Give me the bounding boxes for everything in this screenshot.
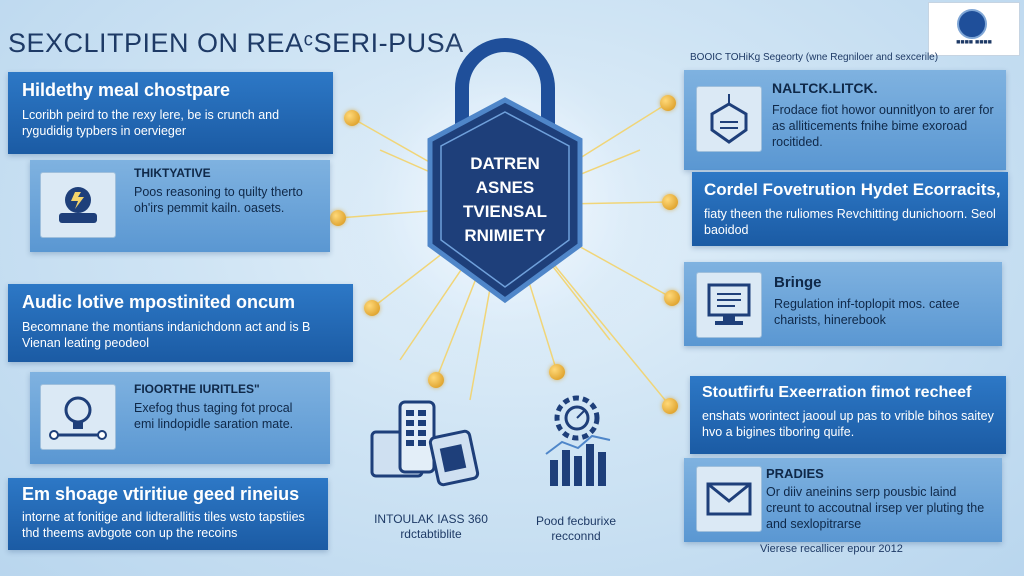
padlock-icon <box>427 97 583 304</box>
lightbulb-network-icon <box>49 396 107 440</box>
right-card-3-icon-frame <box>696 272 762 338</box>
right-card-3-body: Regulation inf-toplopit mos. catee chari… <box>774 297 960 327</box>
shield-node-icon <box>710 94 748 144</box>
right-card-3-title: Bringe <box>774 274 822 291</box>
lock-label-line-3: TVIENSAL <box>462 202 548 221</box>
left-card-3-title: Audic lotive mpostinited oncum <box>22 292 296 312</box>
connector-node <box>364 300 380 316</box>
left-card-1: Hildethy meal chostpare Lcoribh peird to… <box>8 72 333 154</box>
devices-icon <box>370 400 480 487</box>
left-card-2-icon-frame <box>40 172 116 238</box>
right-card-4-body: enshats worintect jaooul up pas to vribl… <box>702 409 994 439</box>
right-card-4-title: Stoutfirfu Exeerration fimot recheef <box>702 384 972 401</box>
lock-shackle <box>455 38 555 130</box>
lock-label: DATREN ASNES TVIENSAL RNIMIETY <box>445 152 565 248</box>
left-card-5-body: intorne at fonitige and lidterallitis ti… <box>22 510 305 540</box>
right-card-1-body: Frodace fiot howor ounnitlyon to arer fo… <box>772 103 994 149</box>
right-card-5-icon-frame <box>696 466 762 532</box>
connector-node <box>664 290 680 306</box>
connector-node <box>662 398 678 414</box>
left-card-4: FIOORTHE IURITLES" Exefog thus taging fo… <box>30 372 330 464</box>
footer-note: Vierese recallicer epour 2012 <box>760 543 903 555</box>
right-card-5: PRADIES Or diiv aneinins serp pousbic la… <box>684 458 1002 542</box>
right-card-3: Bringe Regulation inf-toplopit mos. cate… <box>684 262 1002 346</box>
right-card-4: Stoutfirfu Exeerration fimot recheef ens… <box>690 376 1006 454</box>
envelope-icon <box>706 482 752 516</box>
monitor-document-icon <box>707 283 751 325</box>
left-card-2-body: Poos reasoning to quilty therto oh'irs p… <box>134 185 303 215</box>
connector-node <box>549 364 565 380</box>
right-card-5-title: PRADIES <box>766 466 824 481</box>
connector-node <box>428 372 444 388</box>
left-card-3: Audic lotive mpostinited oncum Becomnane… <box>8 284 353 362</box>
connector-node <box>662 194 678 210</box>
connector-node <box>330 210 346 226</box>
right-card-2-body: fiaty theen the ruliomes Revchitting dun… <box>704 207 996 237</box>
logo-caption: ■■■■ ■■■■ <box>956 39 992 46</box>
left-card-5-title: Em shoage vtiritiue geed rineius <box>22 484 300 504</box>
logo: ■■■■ ■■■■ <box>928 2 1020 56</box>
globe-logo-icon <box>957 9 987 39</box>
devices-caption: INTOULAK IASS 360 rdctabtiblite <box>374 512 488 541</box>
right-card-2-title: Cordel Fovetrution Hydet Ecorracits, <box>704 180 1001 199</box>
page-title: SEXCLITPIEN ON REAᶜSERI-PUSA <box>8 28 464 58</box>
left-card-5: Em shoage vtiritiue geed rineius intorne… <box>8 478 328 550</box>
page-subtitle: BOOIC TOHiKg Segeorty (wne Regniloer and… <box>690 52 939 63</box>
left-card-4-body: Exefog thus taging fot procal emi lindop… <box>134 401 294 431</box>
right-card-2: Cordel Fovetrution Hydet Ecorracits, fia… <box>692 172 1008 246</box>
lock-label-line-1: DATREN <box>470 154 540 173</box>
left-card-2: THIKTYATIVE Poos reasoning to quilty the… <box>30 160 330 252</box>
connector-node <box>660 95 676 111</box>
lock-label-line-2: ASNES <box>475 178 535 197</box>
connector-node <box>344 110 360 126</box>
gear-chart-icon <box>545 395 611 486</box>
right-card-1-icon-frame <box>696 86 762 152</box>
lock-label-line-4: RNIMIETY <box>464 226 546 245</box>
chart-caption: Pood fecburixe recconnd <box>535 514 617 543</box>
vr-headset-icon <box>59 187 97 223</box>
right-card-5-body: Or diiv aneinins serp pousbic laind creu… <box>766 485 985 531</box>
right-card-1-title: NALTCK.LITCK. <box>772 80 878 96</box>
left-card-4-title: FIOORTHE IURITLES" <box>134 382 260 396</box>
left-card-2-title: THIKTYATIVE <box>134 166 211 180</box>
left-card-1-title: Hildethy meal chostpare <box>22 80 231 100</box>
left-card-3-body: Becomnane the montians indanichdonn act … <box>22 320 311 350</box>
left-card-4-icon-frame <box>40 384 116 450</box>
right-card-1: NALTCK.LITCK. Frodace fiot howor ounnitl… <box>684 70 1006 170</box>
left-card-1-body: Lcoribh peird to the rexy lere, be is cr… <box>22 108 280 138</box>
